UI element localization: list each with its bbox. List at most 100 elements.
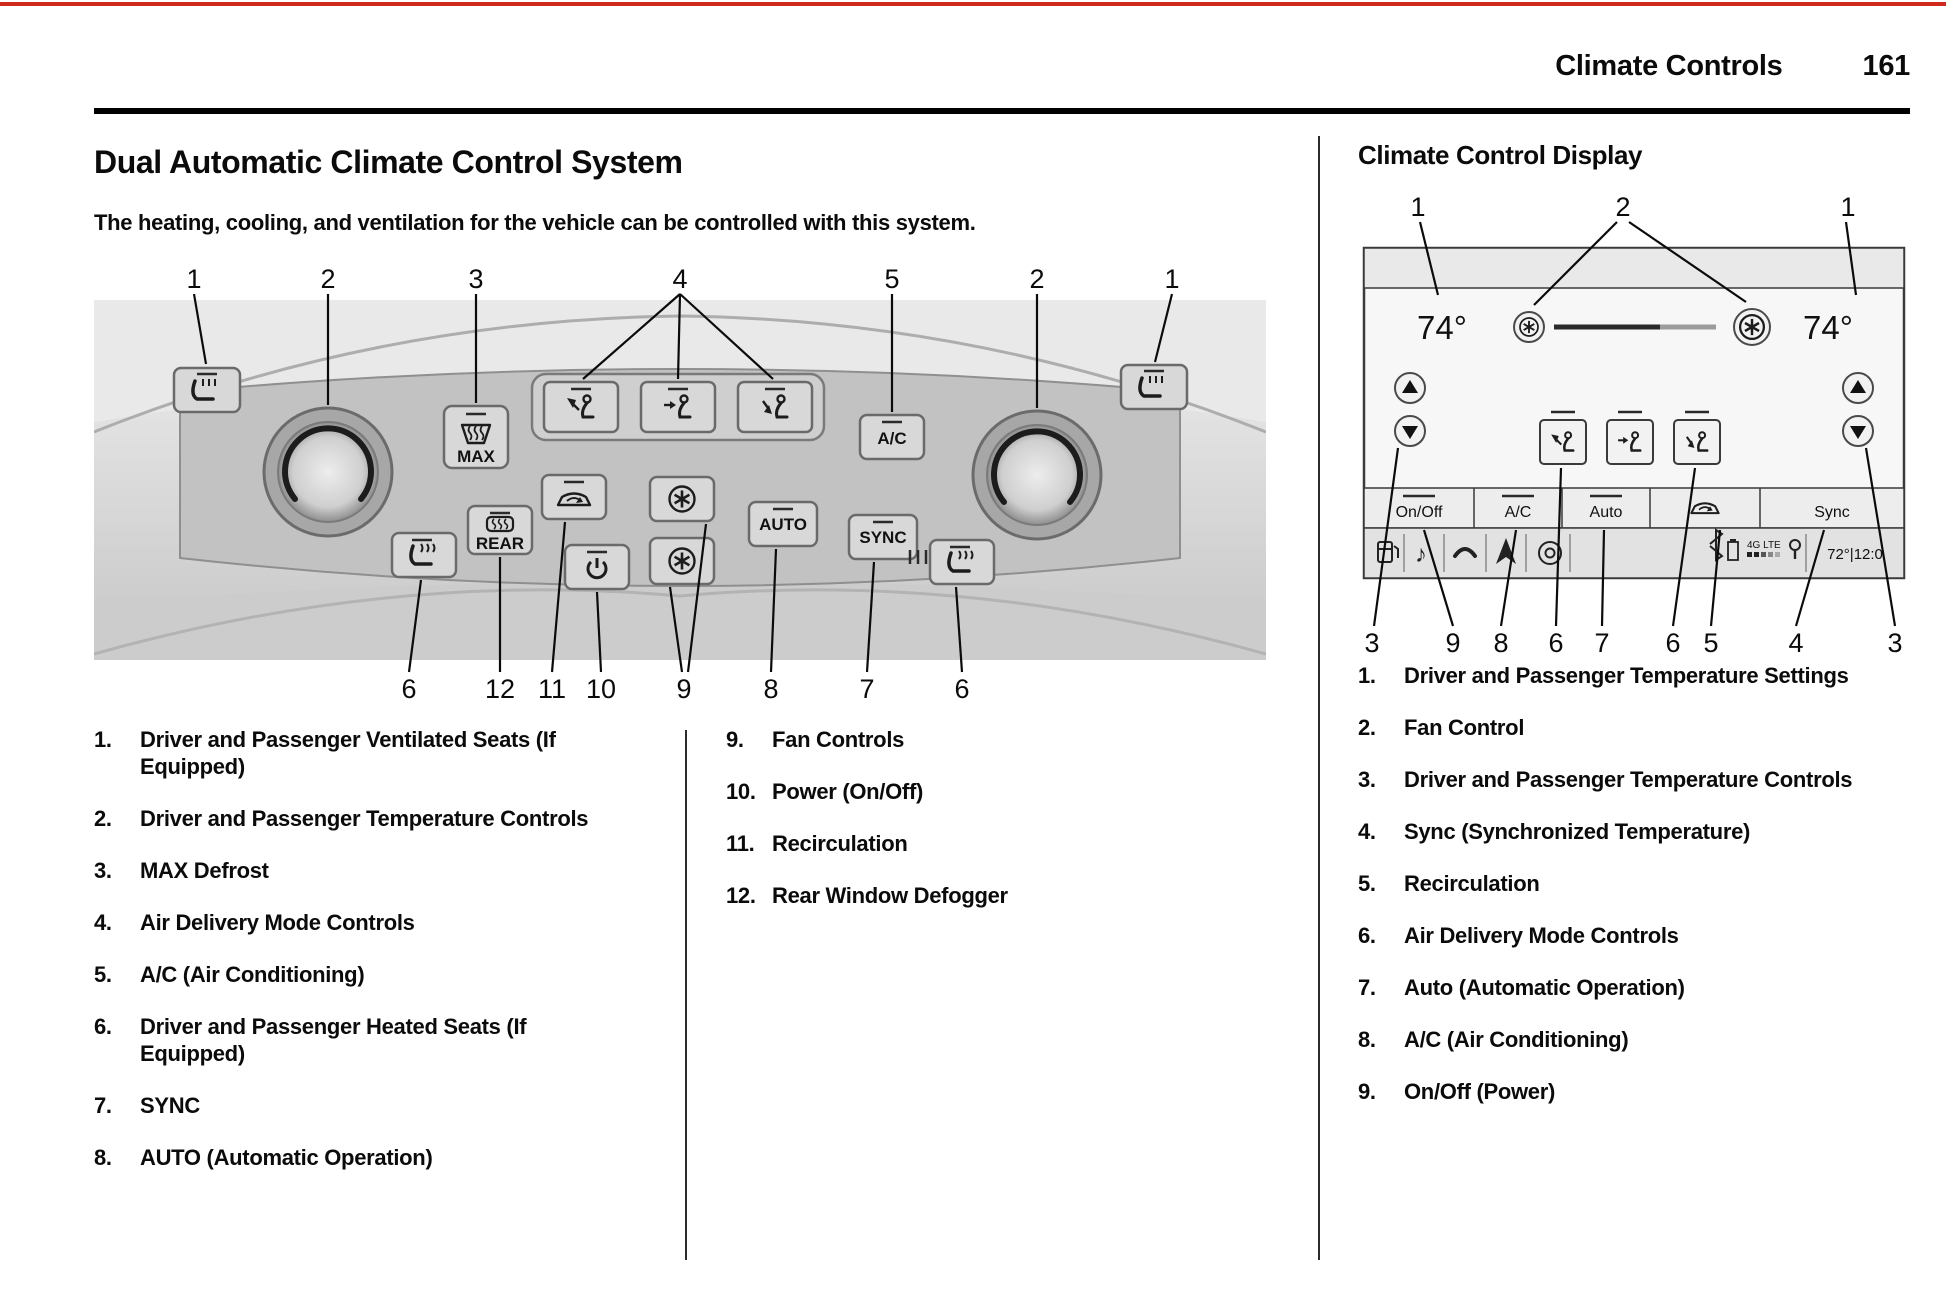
callout-number: 1	[186, 264, 201, 294]
legend-item-number: 8.	[94, 1145, 112, 1170]
legend-item-number: 11.	[726, 831, 755, 856]
legend-item-text: Air Delivery Mode Controls	[140, 910, 415, 935]
passenger-heated-seat-button	[908, 538, 996, 586]
svg-text:SYNC: SYNC	[859, 528, 906, 547]
legend-item-number: 2.	[1358, 715, 1376, 740]
signal-bars-icon: 4G LTE	[1747, 540, 1781, 557]
legend-item-number: 7.	[94, 1093, 112, 1118]
callout-lines	[1372, 221, 1897, 627]
heated-seat-level-bars	[908, 550, 928, 564]
svg-text:On/Off: On/Off	[1396, 504, 1443, 521]
recirculation-button	[540, 473, 608, 521]
fan-speed-control	[1513, 308, 1771, 346]
callout-number: 9	[1445, 628, 1460, 658]
legend-item-number: 2.	[94, 806, 112, 831]
callout-number: 5	[884, 264, 899, 294]
driver-temp-down-button	[1394, 415, 1426, 447]
callout-number: 3	[1887, 628, 1902, 658]
legend-item-text: Fan Controls	[772, 727, 905, 752]
passenger-temp-down-button	[1842, 415, 1874, 447]
legend-item: 3.Driver and Passenger Temperature Contr…	[1358, 766, 1910, 793]
callout-number: 7	[1594, 628, 1609, 658]
legend-item-number: 3.	[94, 858, 112, 883]
driver-temp-up-button	[1394, 372, 1426, 404]
legend-item-number: 1.	[94, 727, 112, 752]
column-divider	[1318, 136, 1320, 1260]
header-page-number: 161	[1862, 50, 1911, 82]
legend-item: 5.Recirculation	[1358, 870, 1910, 897]
left-intro-text: The heating, cooling, and ventilation fo…	[94, 210, 976, 235]
phone-icon	[1453, 547, 1477, 558]
legend-item: 6.Driver and Passenger Heated Seats (If …	[94, 1013, 634, 1067]
legend-item-text: Driver and Passenger Temperature Setting…	[1404, 663, 1849, 688]
svg-text:REAR: REAR	[476, 534, 524, 553]
panel-callouts-bottom: 6 12 11 10 9 8 7 6	[401, 674, 969, 704]
legend-item-text: Driver and Passenger Heated Seats (If Eq…	[140, 1014, 527, 1066]
legend-item-number: 8.	[1358, 1027, 1376, 1052]
climate-panel-figure: MAX A/C REAR AUTO SYNC	[94, 262, 1266, 707]
ac-button: A/C	[858, 413, 926, 461]
legend-item-number: 6.	[1358, 923, 1376, 948]
callout-number: 6	[954, 674, 969, 704]
legend-item-number: 10.	[726, 779, 756, 804]
music-note-icon: ♪	[1415, 541, 1427, 568]
legend-item: 4.Sync (Synchronized Temperature)	[1358, 818, 1910, 845]
legend-item: 9. On/Off (Power)	[1358, 1078, 1910, 1105]
passenger-ventilated-seat-button	[1119, 363, 1189, 411]
display-mode-buttons	[1539, 410, 1721, 465]
climate-display-illustration: 74° 74° On/Off	[1362, 192, 1906, 658]
legend-item: 1.Driver and Passenger Temperature Setti…	[1358, 662, 1910, 689]
display-onoff-button: On/Off	[1396, 504, 1443, 521]
legend-item-number: 4.	[94, 910, 112, 935]
callout-number: 5	[1703, 628, 1718, 658]
legend-item-text: Fan Control	[1404, 715, 1525, 740]
power-button	[563, 543, 631, 591]
legend-item-text: Rear Window Defogger	[772, 883, 1008, 908]
callout-number: 2	[1615, 192, 1630, 222]
legend-item: 9.Fan Controls	[726, 726, 1156, 753]
legend-item-text: AUTO (Automatic Operation)	[140, 1145, 433, 1170]
legend-item-text: On/Off (Power)	[1404, 1079, 1556, 1104]
callout-lines	[192, 293, 1174, 673]
legend-item: 12. Rear Window Defogger	[726, 882, 1156, 909]
legend-item-number: 12.	[726, 883, 756, 908]
climate-display-figure: 74° 74° On/Off	[1358, 190, 1910, 672]
callout-number: 6	[1665, 628, 1680, 658]
legend-item-number: 9.	[1358, 1079, 1376, 1104]
callout-number: 7	[859, 674, 874, 704]
legend-item-number: 5.	[94, 962, 112, 987]
callout-number: 3	[468, 264, 483, 294]
legend-item: 2. Driver and Passenger Temperature Contr…	[94, 805, 634, 832]
legend-item-number: 3.	[1358, 767, 1376, 792]
air-delivery-mode-group	[530, 372, 826, 442]
location-pin-icon	[1789, 539, 1801, 559]
legend-item-text: SYNC	[140, 1093, 200, 1118]
down-arrow-icon	[1850, 426, 1866, 439]
auto-button: AUTO	[747, 500, 819, 548]
legend-item-text: A/C (Air Conditioning)	[140, 962, 365, 987]
passenger-temp-readout: 74°	[1803, 309, 1853, 346]
callout-number: 4	[1788, 628, 1803, 658]
header-section-title: Climate Controls	[1555, 50, 1783, 82]
legend-item: 1. Driver and Passenger Ventilated Seats …	[94, 726, 634, 780]
callout-number: 9	[676, 674, 691, 704]
fan-up-button	[648, 475, 716, 523]
right-legend: 1.Driver and Passenger Temperature Setti…	[1358, 662, 1910, 1130]
driver-temperature-knob	[262, 406, 394, 538]
callout-number: 6	[401, 674, 416, 704]
panel-callouts-top: 1 2 3 4 5 2 1	[186, 264, 1179, 294]
callout-number: 12	[485, 674, 515, 704]
legend-item-text: Driver and Passenger Temperature Control…	[140, 806, 589, 831]
legend-item-text: Driver and Passenger Ventilated Seats (I…	[140, 727, 556, 779]
callout-number: 10	[586, 674, 616, 704]
page-header: Climate Controls 161	[94, 50, 1910, 83]
svg-text:A/C: A/C	[1505, 504, 1532, 521]
driver-heated-seat-button	[390, 531, 458, 579]
sync-button: SYNC	[847, 513, 919, 561]
right-section-title: Climate Control Display	[1358, 140, 1643, 170]
callout-number: 2	[1029, 264, 1044, 294]
button-indicator-dashes	[197, 369, 1164, 554]
driver-temp-readout: 74°	[1417, 309, 1467, 346]
legend-item-text: Power (On/Off)	[772, 779, 924, 804]
header-rule	[94, 108, 1910, 114]
